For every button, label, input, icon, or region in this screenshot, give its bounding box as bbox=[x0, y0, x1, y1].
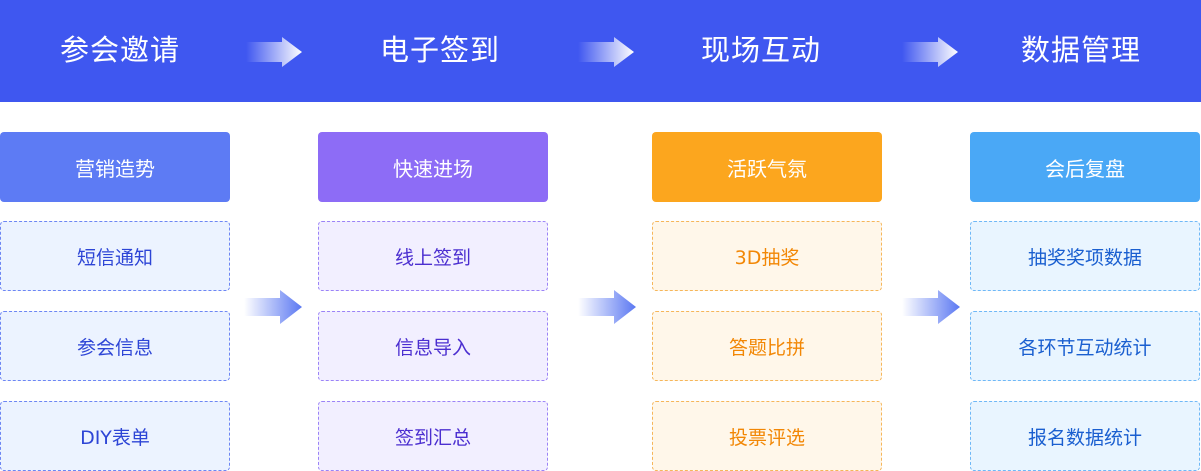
item-interaction-stats: 各环节互动统计 bbox=[970, 311, 1200, 381]
item-diy-form: DIY表单 bbox=[0, 401, 230, 471]
item-3d-lottery: 3D抽奖 bbox=[652, 221, 882, 291]
column-head-fast-entry: 快速进场 bbox=[318, 132, 548, 202]
stage-checkin-title: 电子签到 bbox=[379, 33, 500, 67]
process-header: 参会邀请 电子签到 现场互动 数据管理 bbox=[0, 0, 1201, 102]
flow-arrow-icon bbox=[902, 290, 960, 324]
item-online-checkin: 线上签到 bbox=[318, 221, 548, 291]
stage-invite-title: 参会邀请 bbox=[59, 33, 180, 67]
header-arrow-icon bbox=[578, 37, 634, 67]
column-head-marketing: 营销造势 bbox=[0, 132, 230, 202]
column-head-atmosphere: 活跃气氛 bbox=[652, 132, 882, 202]
item-quiz-contest: 答题比拼 bbox=[652, 311, 882, 381]
item-checkin-summary: 签到汇总 bbox=[318, 401, 548, 471]
flow-arrow-icon bbox=[244, 290, 302, 324]
item-registration-stats: 报名数据统计 bbox=[970, 401, 1200, 471]
item-lottery-data: 抽奖奖项数据 bbox=[970, 221, 1200, 291]
column-head-review: 会后复盘 bbox=[970, 132, 1200, 202]
flow-arrow-icon bbox=[578, 290, 636, 324]
stage-interaction-title: 现场互动 bbox=[700, 33, 821, 67]
header-arrow-icon bbox=[246, 37, 302, 67]
header-arrow-icon bbox=[902, 37, 958, 67]
stage-data-title: 数据管理 bbox=[1020, 33, 1141, 67]
item-voting: 投票评选 bbox=[652, 401, 882, 471]
item-attendee-info: 参会信息 bbox=[0, 311, 230, 381]
item-info-import: 信息导入 bbox=[318, 311, 548, 381]
item-sms-notice: 短信通知 bbox=[0, 221, 230, 291]
